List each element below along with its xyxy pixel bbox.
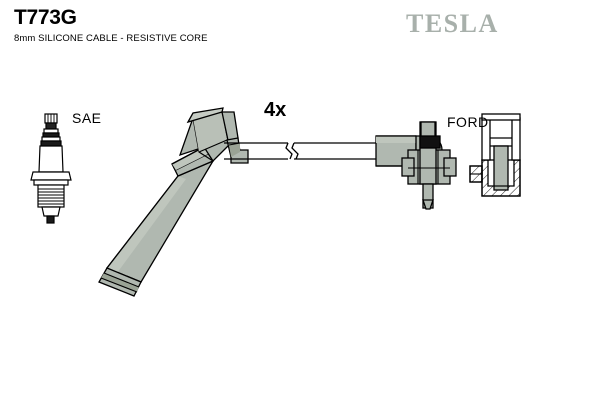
socket-standard-label: FORD [447, 114, 489, 130]
brand-logo: TESLA [406, 9, 499, 38]
spark-plug-boot-angled [98, 107, 249, 297]
coil-end-connector [375, 121, 457, 210]
ignition-cable [224, 142, 378, 160]
quantity-label: 4x [264, 99, 287, 121]
spark-plug-standard-label: SAE [72, 110, 102, 126]
ford-socket-cross-section [469, 113, 521, 197]
spark-plug-icon [30, 113, 72, 224]
page-title: T773G [14, 6, 77, 29]
cable-break-symbol [285, 142, 299, 160]
product-description: 8mm SILICONE CABLE - RESISTIVE CORE [14, 33, 208, 44]
